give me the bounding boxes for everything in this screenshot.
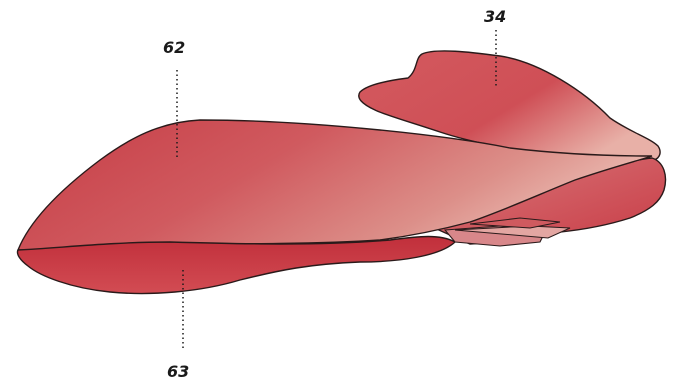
part-63-region — [17, 237, 455, 294]
label-63: 63 — [167, 364, 189, 380]
label-62: 62 — [163, 40, 185, 56]
label-34: 34 — [484, 9, 506, 25]
